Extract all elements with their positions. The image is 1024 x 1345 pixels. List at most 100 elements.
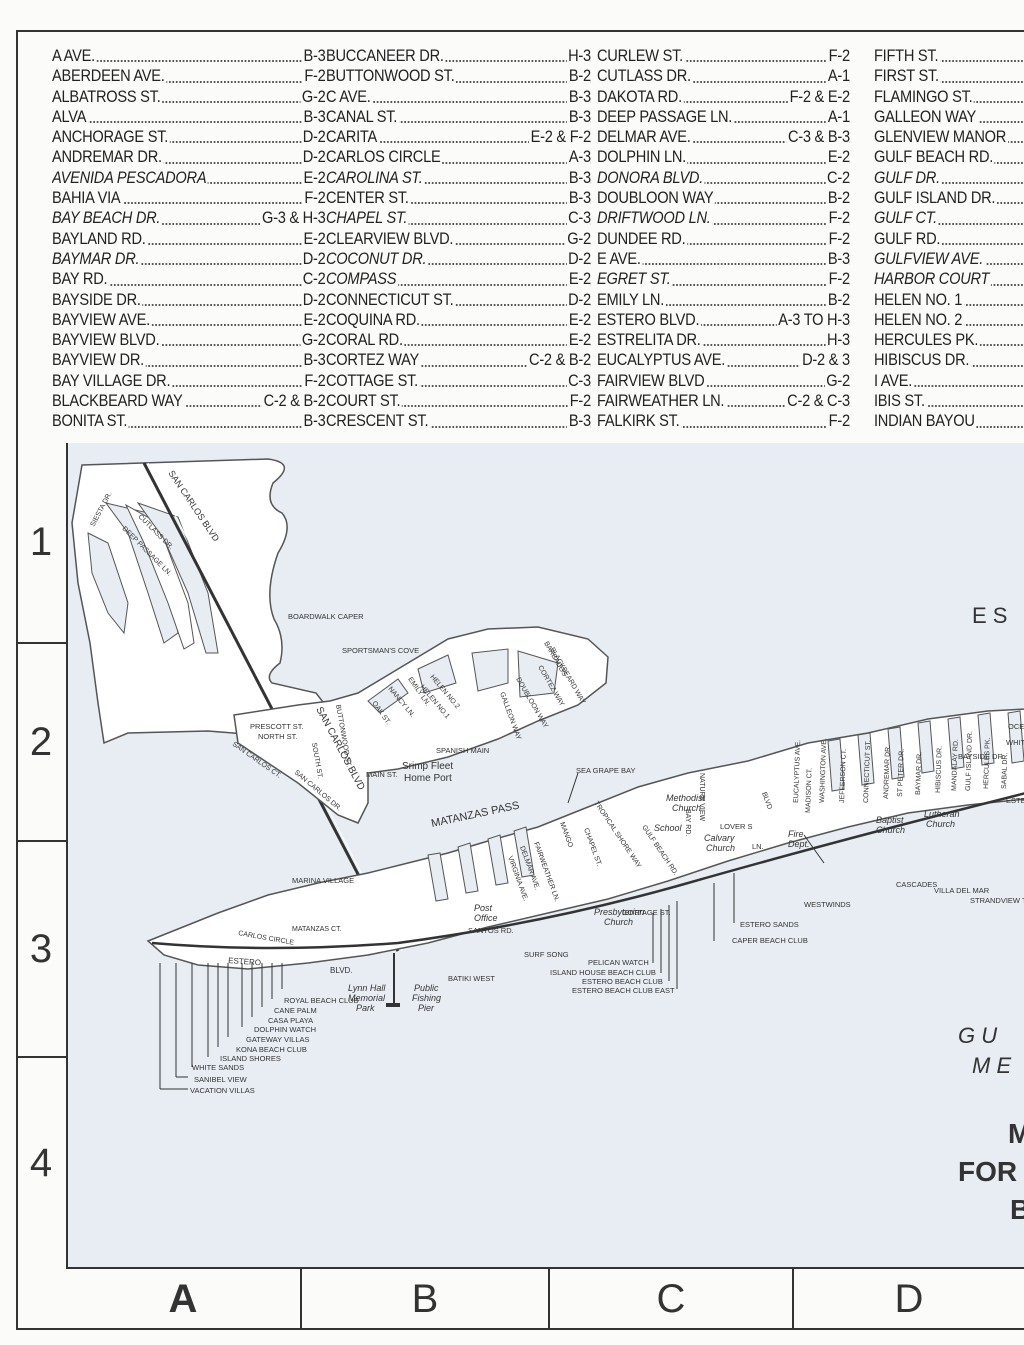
label-estero-sands: ESTERO SANDS: [740, 920, 799, 929]
street-index-entry: FAIRWEATHER LN.C-2 & C-3: [597, 391, 850, 412]
label-cascades: CASCADES: [896, 880, 937, 889]
label-north-st: NORTH ST.: [258, 732, 297, 741]
street-index-entry: ANDREMAR DR. D-2: [52, 147, 326, 168]
street-name: CARLOS CIRCLE: [326, 147, 443, 167]
street-index-entry: HELEN NO. 2: [874, 309, 1024, 330]
label-prescott: PRESCOTT ST.: [250, 722, 304, 731]
street-name: EGRET ST.: [597, 269, 673, 289]
grid-reference: E-2: [301, 167, 326, 188]
grid-reference: B-3: [301, 46, 326, 66]
leader-dots: [597, 222, 850, 225]
leader-dots: [326, 202, 591, 205]
street-name: ANDREMAR DR.: [52, 147, 164, 167]
grid-reference: G-2: [565, 228, 591, 249]
street-index-entry: BAY RD.C-2: [52, 269, 326, 290]
grid-reference: D-2: [300, 147, 326, 168]
label-batiki-west: BATIKI WEST: [448, 974, 495, 983]
grid-reference: F-2: [826, 411, 850, 432]
grid-reference: G-2: [300, 86, 326, 107]
street-name: BAHIA VIA: [52, 188, 123, 208]
leader-dots: [874, 222, 1024, 225]
street-index-entry: CUTLASS DR.A-1: [597, 66, 850, 87]
grid-reference: F-2: [302, 370, 326, 391]
street-name: DONORA BLVD.: [597, 167, 705, 187]
label-ln: LN.: [752, 842, 764, 851]
grid-reference: C-2: [825, 167, 850, 188]
street-name: CENTER ST.: [326, 188, 411, 208]
street-name: CONNECTICUT ST.: [326, 289, 456, 309]
label-vacation-villas: VACATION VILLAS: [190, 1086, 255, 1095]
leader-dots: [326, 263, 591, 266]
label-estero-east: ESTERO: [1006, 796, 1024, 805]
street-name: HELEN NO. 1: [874, 289, 964, 309]
label-matanzas-ct: MATANZAS CT.: [292, 926, 342, 933]
label-lynn-hall-2: Memorial: [348, 993, 386, 1003]
cropped-es: E S: [972, 603, 1007, 628]
street-index-entry: BAYVIEW DR.B-3: [52, 350, 326, 371]
street-index-entry: COTTAGE ST.C-3: [326, 370, 591, 391]
street-name: FIFTH ST.: [874, 46, 941, 65]
label-bay-rd: BAY RD.: [684, 809, 691, 836]
grid-reference: B-3: [826, 248, 850, 269]
label-post-office-2: Office: [474, 913, 498, 923]
street-name: ESTRELITA DR.: [597, 330, 703, 350]
leader-dots: [597, 263, 850, 266]
street-index-entry: HARBOR COURT: [874, 269, 1024, 289]
grid-reference: B-3: [567, 106, 591, 127]
leader-dots: [326, 405, 591, 408]
label-baymar: BAYMAR DR.: [915, 752, 923, 795]
label-fire-2: Dept.: [788, 839, 810, 849]
leader-dots: [326, 141, 591, 144]
label-hercules: HERCULES PK.: [983, 737, 992, 789]
label-white-sands: WHITE SANDS: [192, 1063, 244, 1072]
street-index-entry: GULF BEACH RD.: [874, 147, 1024, 167]
label-pelican-watch: PELICAN WATCH: [588, 958, 649, 967]
grid-reference: F-2 & E-2: [787, 86, 850, 107]
label-nature-view: NATURE VIEW: [698, 773, 705, 821]
label-caper-beach-club: CAPER BEACH CLUB: [732, 936, 808, 945]
street-index-entry: ABERDEEN AVE.F-2: [52, 66, 326, 87]
grid-reference: D-2: [300, 248, 326, 269]
street-name: DOLPHIN LN.: [597, 147, 688, 167]
leader-dots: [52, 60, 326, 63]
label-strandview: STRANDVIEW TO: [970, 896, 1024, 905]
label-washington: WASHINGTON AVE.: [819, 738, 828, 803]
street-index-entry: IBIS ST.: [874, 391, 1024, 411]
street-name: GULF CT.: [874, 208, 939, 228]
label-school: School: [654, 823, 683, 833]
grid-reference: B-2: [826, 289, 850, 310]
street-name: GULF DR.: [874, 167, 942, 187]
street-index-entry: BUTTONWOOD ST.B-2: [326, 66, 591, 87]
street-name: BONITA ST.: [52, 411, 129, 431]
street-index-entry: DUNDEE RD.F-2: [597, 228, 850, 249]
leader-dots: [326, 222, 591, 225]
grid-reference: F-2: [302, 66, 326, 87]
grid-reference: G-3 & H-3: [260, 208, 326, 229]
label-pier-3: Pier: [418, 1003, 435, 1013]
street-index-entry: EGRET ST.F-2: [597, 269, 850, 290]
street-name: BLACKBEARD WAY: [52, 391, 185, 411]
grid-reference: C-2 & C-3: [785, 391, 850, 412]
street-name: ALBATROSS ST.: [52, 86, 163, 106]
street-index-entry: ESTERO BLVD.A-3 TO H-3: [597, 309, 850, 330]
street-index-entry: FIRST ST.: [874, 66, 1024, 86]
street-index-entry: CRESCENT ST.B-3: [326, 411, 591, 432]
leader-dots: [597, 303, 850, 306]
street-name: BUCCANEER DR.: [326, 46, 446, 65]
street-name: ESTERO BLVD.: [597, 309, 701, 329]
grid-reference: A-1: [826, 106, 850, 127]
street-index-entry: CLEARVIEW BLVD.G-2: [326, 228, 591, 249]
label-dolphin-watch: DOLPHIN WATCH: [254, 1025, 316, 1034]
street-index-entry: FIFTH ST.: [874, 46, 1024, 66]
street-name: DELMAR AVE.: [597, 127, 693, 147]
street-name: DOUBLOON WAY: [597, 188, 716, 208]
leader-dots: [597, 202, 850, 205]
street-name: CUTLASS DR.: [597, 66, 693, 86]
grid-reference: B-3: [567, 86, 591, 107]
label-lutheran-2: Church: [926, 819, 955, 829]
street-index-entry: HELEN NO. 1: [874, 289, 1024, 310]
leader-dots: [52, 100, 326, 103]
